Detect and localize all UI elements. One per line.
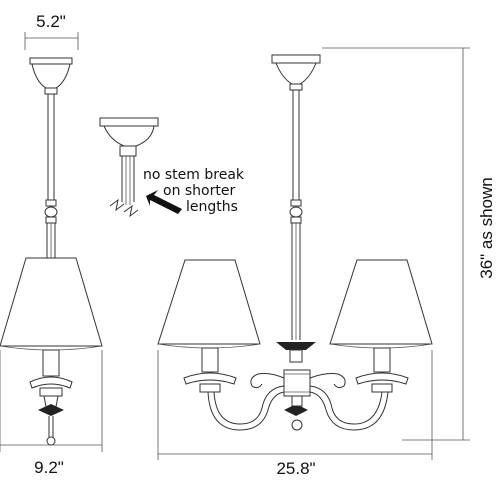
- height-dimension-line: [322, 47, 470, 441]
- side-width-dimension-line: [0, 350, 103, 452]
- canopy-width-label: 5.2": [36, 12, 66, 31]
- side-canopy: [29, 57, 73, 95]
- front-center-body: [276, 342, 316, 431]
- note-line-2: on shorter: [163, 183, 235, 199]
- front-stem: [289, 90, 303, 340]
- height-label: 36" as shown: [477, 177, 496, 279]
- note-line-3: lengths: [186, 199, 238, 215]
- side-lamp-shade: [0, 257, 103, 351]
- front-left-lamp: [157, 259, 261, 393]
- front-right-lamp: [329, 259, 433, 393]
- note-arrow: [146, 190, 182, 214]
- side-width-label: 9.2": [34, 458, 64, 477]
- front-width-dimension-line: [157, 350, 433, 460]
- stem-detail: [99, 117, 159, 218]
- stem-note: no stem break on shorter lengths: [143, 167, 245, 215]
- side-stem: [44, 94, 58, 258]
- front-view: 36" as shown 25.8": [157, 47, 496, 478]
- front-canopy: [271, 54, 321, 91]
- note-line-1: no stem break: [143, 167, 245, 183]
- front-width-label: 25.8": [276, 459, 315, 478]
- front-arms: [207, 373, 389, 431]
- canopy-dimension-line: [24, 32, 79, 50]
- side-view: 5.2": [0, 12, 103, 477]
- side-candle-body: [29, 349, 73, 446]
